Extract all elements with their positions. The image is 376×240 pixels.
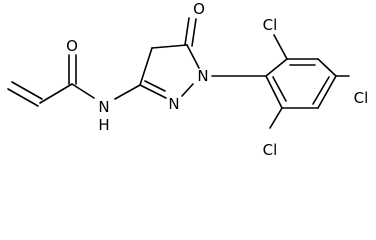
bond-ketone-co-b [191,18,197,47]
bond-cl-bottom [269,107,283,129]
atom-o-amide: O [66,37,78,55]
atom-labels: O N H N N O Cl Cl Cl [66,0,368,159]
bond-ar-6 [265,75,283,109]
bond-ar-1 [265,58,288,77]
bond-n2-c3-b [144,80,166,92]
bonds [7,17,350,129]
bond-n2-c3-a [139,84,167,99]
bond-ketone-co-a [184,17,190,46]
bond-ar-6-inner [272,76,287,102]
atom-n-amide: N [98,98,109,116]
bond-nh-c3 [114,84,141,100]
bond-cl-top [273,34,288,60]
atom-cl-top: Cl [263,16,278,34]
atom-n-aryl: N [197,67,208,85]
atom-o-ketone: O [193,0,205,18]
bond-vinyl-carbonyl [39,83,73,104]
bond-vinyl-double-a [7,88,39,107]
bond-ar-4 [317,75,337,109]
bond-c4-c5 [151,44,188,49]
bond-c3-c4 [139,47,153,86]
bond-c5-n1 [186,44,200,69]
bond-n1-n2 [181,83,194,97]
bond-amide-cn [71,83,95,99]
bond-ar-3 [317,58,337,77]
atom-n-imine: N [168,95,179,113]
molecule-structure: O N H N N O Cl Cl Cl [7,0,368,159]
bond-vinyl-double-b [11,81,43,100]
atom-h-amide: H [98,116,109,134]
atom-cl-para: Cl [354,89,369,107]
atom-cl-bottom: Cl [263,141,278,159]
bond-ar-4-inner [312,76,330,105]
